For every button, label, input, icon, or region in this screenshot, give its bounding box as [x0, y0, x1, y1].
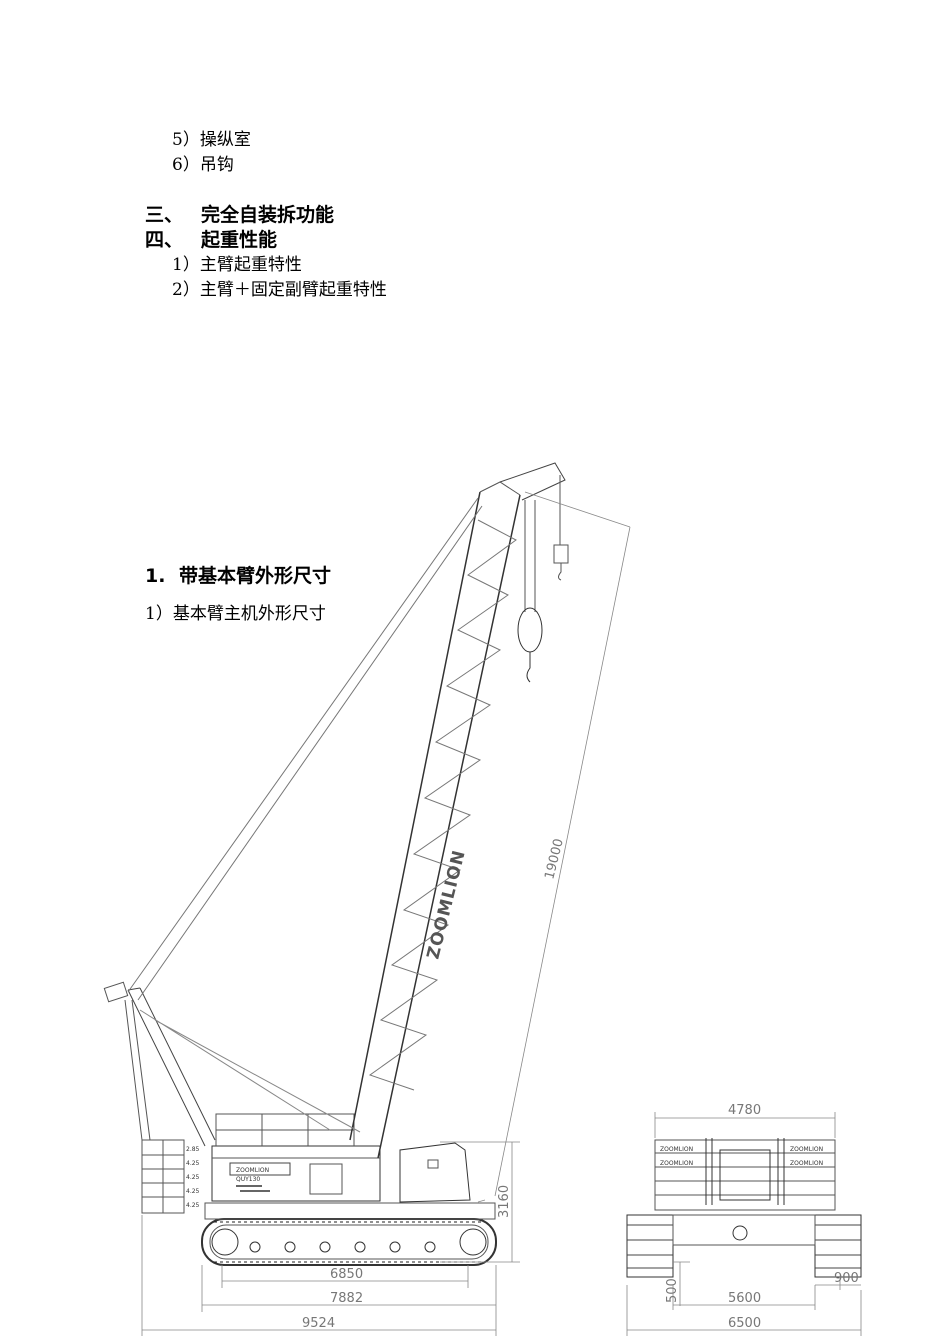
crane-side-view [103, 462, 569, 1266]
main-hook [526, 652, 531, 683]
boom-tip [479, 481, 521, 496]
section-heading-self-assembly: 三、完全自装拆功能 [145, 200, 334, 227]
dimension-front-width: 4780 [728, 1103, 761, 1118]
brand-plate [229, 1162, 291, 1176]
section-number: 四、 [145, 229, 184, 251]
section-number: 三、 [145, 204, 184, 226]
list-item-hook: 6）吊钩 [172, 150, 234, 175]
front-left-track [626, 1214, 674, 1278]
front-panel-text: ZOOMLION [790, 1160, 823, 1167]
list-item-number: 1） [172, 255, 200, 275]
dimension-track-gauge: 5600 [728, 1291, 761, 1306]
front-panel-text: ZOOMLION [790, 1146, 823, 1153]
front-superstructure [654, 1139, 836, 1211]
list-item-main-boom: 1）主臂起重特性 [172, 250, 302, 275]
dimension-track-width: 900 [834, 1271, 859, 1286]
dimension-track-centers: 6850 [330, 1267, 363, 1282]
plate-brand-text: ZOOMLION [236, 1167, 269, 1174]
plate-model-text: QUY130 [236, 1176, 260, 1183]
access-door [309, 1163, 343, 1195]
counterweight-label: 4.25 [186, 1202, 200, 1209]
dimension-clearance: 500 [665, 1278, 680, 1303]
mast-head [103, 981, 129, 1003]
dimension-height: 3160 [497, 1185, 512, 1218]
gantry-lines [139, 1009, 361, 1133]
crawler-track [201, 1218, 497, 1266]
front-winch [719, 1149, 771, 1201]
front-track-shoes [627, 1224, 861, 1269]
aux-hook-block [553, 544, 569, 564]
section-heading-lifting: 四、起重性能 [145, 225, 277, 252]
stripe-graphics [236, 1185, 270, 1192]
main-hoist-lines [524, 500, 536, 612]
front-carbody [672, 1214, 816, 1246]
dimension-overall-width: 6500 [728, 1316, 761, 1331]
counterweight-label: 4.25 [186, 1160, 200, 1167]
track-rollers [211, 1228, 487, 1256]
heading-number: 1. [145, 565, 166, 587]
front-boom-feet [705, 1138, 785, 1205]
dimension-lines [141, 491, 862, 1336]
crawler-track-inner [209, 1224, 489, 1260]
list-item-text: 主臂起重特性 [199, 255, 302, 275]
dimension-overall-length: 9524 [302, 1316, 335, 1331]
counterweight-stack [141, 1139, 185, 1214]
carbody [204, 1202, 496, 1220]
main-hook-block [517, 607, 543, 653]
dimension-subheading: 1）基本臂主机外形尺寸 [145, 599, 326, 624]
list-item-number: 6） [172, 155, 200, 175]
top-railings [215, 1113, 355, 1146]
list-item-fixed-jib: 2）主臂＋固定副臂起重特性 [172, 275, 387, 300]
subheading-number: 1） [145, 604, 173, 624]
aux-hook [558, 563, 562, 581]
front-right-track [814, 1214, 862, 1278]
front-panel-text: ZOOMLION [660, 1146, 693, 1153]
main-boom-lacing [368, 519, 517, 1091]
list-item-text: 吊钩 [199, 155, 234, 175]
list-item-text: 主臂＋固定副臂起重特性 [199, 280, 387, 300]
boom-pendants [127, 497, 483, 1001]
dimension-track-length: 7882 [330, 1291, 363, 1306]
front-panel-text: ZOOMLION [660, 1160, 693, 1167]
jib-head [499, 462, 566, 501]
list-item-text: 操纵室 [199, 130, 251, 150]
track-shoes [214, 1221, 484, 1263]
list-item-number: 5） [172, 130, 200, 150]
dimension-heading: 1. 带基本臂外形尺寸 [145, 561, 331, 588]
subheading-title: 基本臂主机外形尺寸 [172, 604, 326, 624]
front-center-joint [732, 1225, 748, 1241]
section-title: 起重性能 [201, 229, 278, 251]
cab-window [427, 1159, 439, 1169]
counterweight-label: 4.25 [186, 1174, 200, 1181]
crane-front-view [626, 1138, 862, 1278]
operator-cab [399, 1142, 471, 1203]
boom-brand-text: ZOOMLION [423, 848, 469, 961]
counterweight-label: 2.85 [186, 1146, 200, 1153]
section-title: 完全自装拆功能 [201, 204, 335, 226]
heading-title: 带基本臂外形尺寸 [179, 565, 332, 587]
list-item-cab: 5）操纵室 [172, 125, 251, 150]
list-item-number: 2） [172, 280, 200, 300]
counterweight-label: 4.25 [186, 1188, 200, 1195]
main-boom-chords [349, 491, 521, 1159]
superstructure [211, 1145, 381, 1202]
mast-backstay [124, 999, 151, 1141]
